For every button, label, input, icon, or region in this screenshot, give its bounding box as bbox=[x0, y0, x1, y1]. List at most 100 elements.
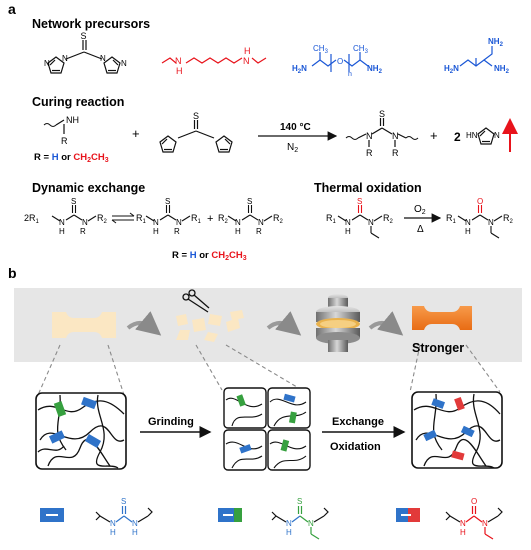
tcdi-reagent-sulfur: S bbox=[193, 111, 199, 121]
equilibrium-forward-head bbox=[129, 212, 135, 217]
dx-mid-r1a: R1 bbox=[136, 213, 147, 225]
legend-urea-n1: N bbox=[460, 519, 466, 528]
legend-green-marker bbox=[218, 508, 242, 522]
legend-ethyl-thiourea-h: H bbox=[286, 528, 292, 537]
thiourea-product bbox=[345, 118, 419, 147]
legend-urea-h: H bbox=[460, 528, 466, 537]
to-product-r1: R1 bbox=[446, 213, 457, 225]
imidazole-n: N bbox=[494, 131, 500, 140]
tcdi-n-right-ring: N bbox=[121, 59, 127, 68]
tcdi-reagent bbox=[159, 120, 233, 153]
dx-left-thiourea bbox=[51, 205, 97, 222]
to-product-r2: R2 bbox=[503, 213, 514, 225]
dx-right-r2a: R2 bbox=[218, 213, 229, 225]
to-product-oxygen: O bbox=[477, 197, 483, 206]
dx-right-thiourea bbox=[227, 205, 273, 222]
stronger-label: Stronger bbox=[412, 341, 464, 355]
jeff-nh2: NH2 bbox=[367, 64, 383, 75]
amine-r: R bbox=[61, 136, 68, 146]
dx-mid-r: R bbox=[174, 227, 180, 236]
dx-right-sulfur: S bbox=[247, 197, 252, 206]
dx-right-n2: N bbox=[258, 218, 264, 227]
thermal-oxidation-title: Thermal oxidation bbox=[314, 181, 422, 195]
scissors-icon bbox=[182, 289, 210, 313]
network-box-ground bbox=[223, 387, 311, 471]
oxidation-label: Oxidation bbox=[330, 441, 381, 453]
imidazole-coefficient: 2 bbox=[454, 130, 461, 144]
oxidation-reagent: O2 bbox=[414, 204, 426, 216]
imidazole-h: HN bbox=[466, 131, 478, 140]
tcdi-n-right: N bbox=[100, 54, 106, 63]
product-n-right: N bbox=[392, 131, 399, 141]
panel-b-label: b bbox=[8, 265, 17, 281]
grinding-label: Grinding bbox=[148, 416, 194, 428]
jeff-h2n: H2N bbox=[292, 64, 307, 75]
dx-left-sulfur: S bbox=[71, 197, 76, 206]
process-arrow-2 bbox=[266, 311, 302, 336]
legend-thiourea-n2: N bbox=[132, 519, 138, 528]
dx-mid-r1b: R1 bbox=[191, 213, 202, 225]
to-reactant-n1: N bbox=[345, 218, 351, 227]
dx-left-r2: R2 bbox=[97, 213, 108, 225]
legend-ethyl-thiourea-s: S bbox=[297, 497, 302, 506]
original-specimen bbox=[52, 312, 116, 338]
dx-left-text: 2R1 bbox=[24, 213, 40, 225]
to-reactant-h: H bbox=[345, 227, 351, 236]
network-precursors-title: Network precursors bbox=[32, 17, 150, 31]
tcdi-n-left: N bbox=[62, 54, 68, 63]
dx-right-r2b: R2 bbox=[273, 213, 284, 225]
jeff-oxygen: O bbox=[337, 57, 343, 66]
oxidation-heat: Δ bbox=[417, 224, 424, 235]
legend-urea bbox=[445, 506, 503, 540]
legend-thiourea bbox=[95, 506, 153, 523]
to-reactant-n2: N bbox=[368, 218, 374, 227]
curing-atmosphere: N2 bbox=[287, 142, 298, 154]
dynamic-exchange-title: Dynamic exchange bbox=[32, 181, 145, 195]
product-n-left: N bbox=[366, 131, 373, 141]
to-reactant bbox=[337, 205, 383, 239]
to-product bbox=[457, 205, 503, 239]
dx-plus: + bbox=[207, 213, 213, 225]
amine-nh: NH bbox=[66, 115, 79, 125]
network-box-original bbox=[35, 392, 127, 470]
hot-press-icon bbox=[316, 294, 360, 352]
dx-left-r: R bbox=[80, 227, 86, 236]
jeff-ch3-left: CH3 bbox=[313, 44, 329, 55]
jeff-ch3-right: CH3 bbox=[353, 44, 369, 55]
tren-h2n: H2N bbox=[444, 64, 459, 75]
jeff-n-repeat: n bbox=[348, 71, 352, 78]
dx-mid-h: H bbox=[153, 227, 159, 236]
dx-mid-sulfur: S bbox=[165, 197, 170, 206]
eda-h2: H bbox=[244, 46, 251, 56]
to-reactant-r1: R1 bbox=[326, 213, 337, 225]
dx-mid-n2: N bbox=[176, 218, 182, 227]
legend-thiourea-n1: N bbox=[110, 519, 116, 528]
eda-n2: N bbox=[243, 56, 250, 66]
legend-blue-marker bbox=[40, 508, 64, 522]
dx-right-n1: N bbox=[235, 218, 241, 227]
legend-red-marker bbox=[396, 508, 420, 522]
curing-r-definition: R = H or CH2CH3 bbox=[34, 152, 109, 164]
legend-urea-n2: N bbox=[482, 519, 488, 528]
to-reactant-r2: R2 bbox=[383, 213, 394, 225]
specimen-fragments bbox=[176, 310, 244, 342]
triamine-molecule bbox=[459, 46, 493, 67]
product-sulfur: S bbox=[379, 109, 385, 119]
dx-left-n2: N bbox=[82, 218, 88, 227]
dx-mid-n1: N bbox=[153, 218, 159, 227]
process-arrow-3 bbox=[368, 311, 404, 336]
legend-thiourea-h2: H bbox=[132, 528, 138, 537]
product-r-left: R bbox=[366, 148, 373, 158]
curing-temperature: 140 °C bbox=[280, 122, 311, 133]
zoom-lines bbox=[37, 344, 501, 396]
equilibrium-backward-head bbox=[111, 219, 117, 224]
to-product-n2: N bbox=[488, 218, 494, 227]
curing-plus-1: + bbox=[132, 126, 140, 141]
to-reactant-sulfur: S bbox=[357, 197, 362, 206]
curing-plus-2: + bbox=[430, 128, 438, 143]
tcdi-n-left-ring: N bbox=[44, 59, 50, 68]
eda-h1: H bbox=[176, 66, 183, 76]
product-r-right: R bbox=[392, 148, 399, 158]
legend-ethyl-thiourea-n1: N bbox=[286, 519, 292, 528]
